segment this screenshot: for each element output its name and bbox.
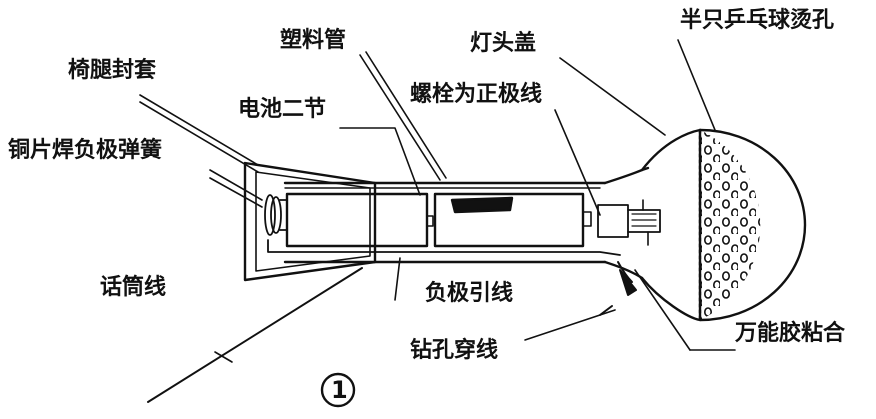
microphone-wire bbox=[147, 267, 363, 403]
label-bolt-positive: 螺栓为正极线 bbox=[410, 82, 543, 107]
label-copper-spring: 铜片焊负极弹簧 bbox=[8, 138, 163, 163]
label-lamp-cap: 灯头盖 bbox=[470, 31, 537, 56]
figure-number-badge bbox=[320, 372, 356, 408]
battery-cells bbox=[285, 192, 592, 248]
half-pingpong-ball bbox=[698, 128, 807, 322]
label-chair-leg-cap: 椅腿封套 bbox=[68, 58, 157, 83]
label-mic-wire: 话筒线 bbox=[100, 275, 167, 300]
label-battery: 电池二节 bbox=[238, 97, 327, 122]
plastic-tube bbox=[283, 181, 607, 264]
label-drill-wire: 钻孔穿线 bbox=[410, 338, 499, 363]
copper-spring bbox=[264, 194, 288, 236]
label-plastic-tube: 塑料管 bbox=[280, 28, 347, 53]
label-glue: 万能胶粘合 bbox=[735, 321, 846, 346]
lamp-holder bbox=[597, 166, 661, 280]
bolt-wire bbox=[599, 261, 637, 316]
label-negative-lead: 负极引线 bbox=[425, 281, 514, 306]
label-half-ball: 半只乒乓球烫孔 bbox=[680, 8, 835, 33]
leader-lines bbox=[139, 39, 736, 351]
negative-lead-wire bbox=[267, 239, 621, 256]
figure-number: 1 bbox=[331, 376, 348, 404]
